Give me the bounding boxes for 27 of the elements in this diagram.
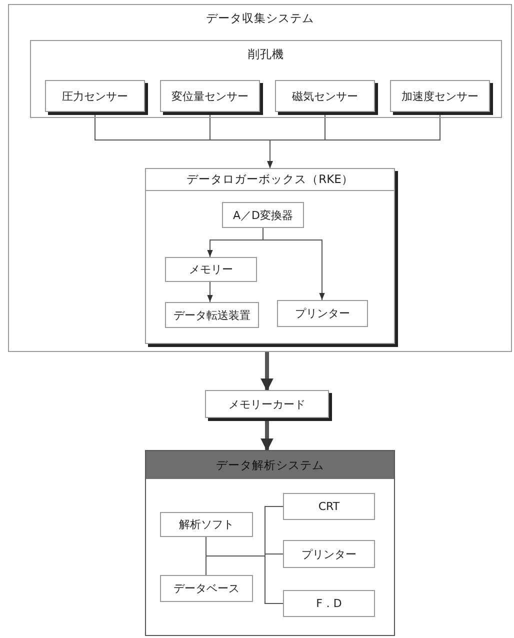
sensor-box: 磁気センサー <box>275 80 375 112</box>
process-box: データベース <box>160 575 253 602</box>
sensor-box: 加速度センサー <box>390 80 490 112</box>
header-bar: データロガーボックス（RKE） <box>146 169 394 191</box>
box-heading: 削孔機 <box>247 47 285 62</box>
sensor-box: 圧力センサー <box>45 80 145 112</box>
logger-box <box>145 168 395 344</box>
box-heading: データ収集システム <box>205 11 315 26</box>
system-panel <box>145 450 395 636</box>
device-box: CRT <box>283 493 375 520</box>
device-box: プリンター <box>283 540 375 568</box>
block-arrow <box>260 352 274 392</box>
block-arrow <box>260 418 274 452</box>
process-box: プリンター <box>277 300 368 327</box>
process-box: メモリー <box>165 257 257 282</box>
header-bar: データ解析システム <box>146 451 394 479</box>
process-box: データ転送装置 <box>165 302 259 328</box>
sensor-box: 変位量センサー <box>160 80 260 112</box>
connector-line <box>206 556 284 604</box>
process-box: A／D変換器 <box>222 202 304 228</box>
process-box: メモリーカード <box>205 390 329 418</box>
device-box: F．D <box>283 590 375 617</box>
process-box: 解析ソフト <box>160 512 253 537</box>
arrow <box>207 282 213 302</box>
arrow <box>262 228 325 300</box>
machine-panel <box>30 40 502 118</box>
system-panel <box>8 4 512 352</box>
